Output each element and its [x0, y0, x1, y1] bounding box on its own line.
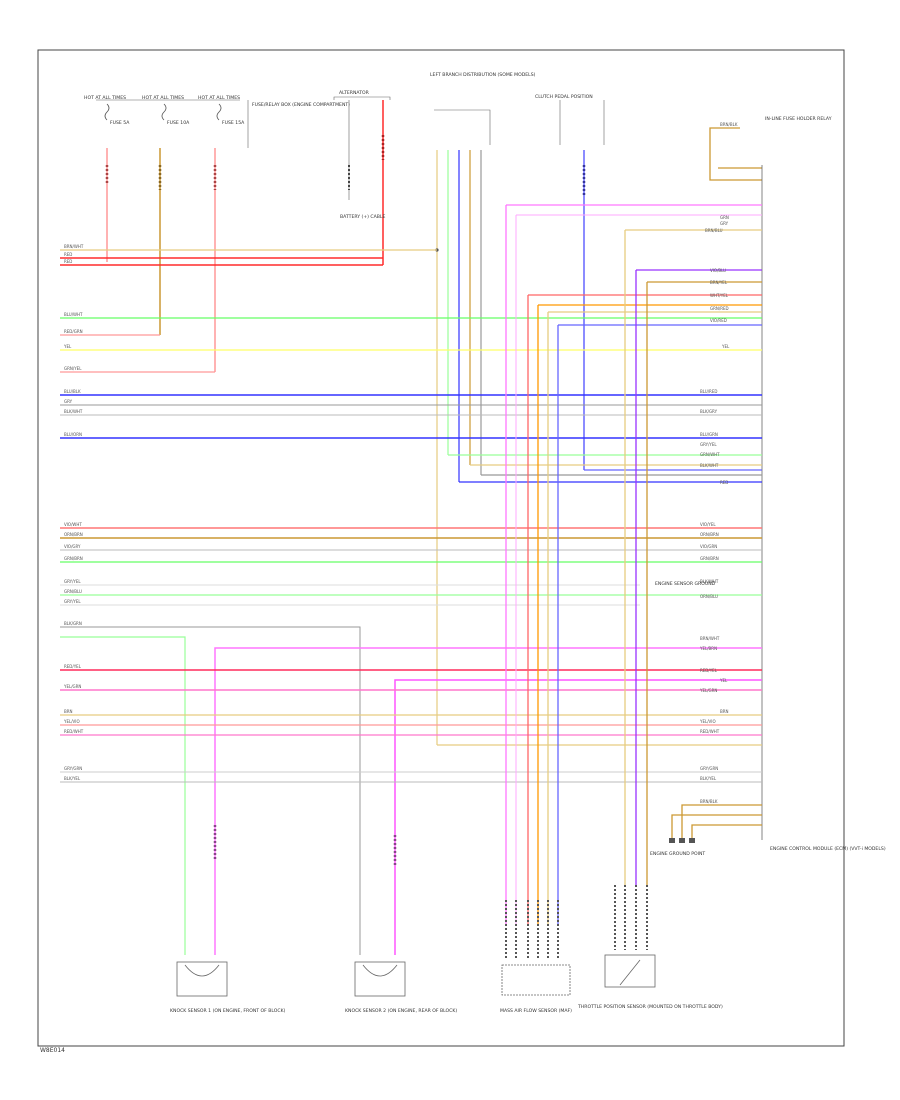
right-wire-label-8: VIO/RED: [710, 318, 727, 323]
diagram-border: [37, 49, 845, 1047]
right-wire-label-28: BRN: [720, 709, 729, 714]
horizontal-wires: [60, 204, 762, 925]
right-wire-label-30: RED/WHT: [700, 729, 720, 734]
fuse-box-label: FUSE/RELAY BOX (ENGINE COMPARTMENT): [252, 102, 350, 108]
maf-sensor: MASS AIR FLOW SENSOR (MAF): [500, 900, 572, 1014]
left-wire-label-24: RED/WHT: [64, 729, 84, 734]
clutch-connector: CLUTCH PEDAL POSITION: [535, 94, 605, 470]
fuse-label-3: HOT AT ALL TIMES: [198, 95, 240, 101]
right-wire-label-32: BLK/YEL: [700, 776, 717, 781]
fuse-label-2: HOT AT ALL TIMES: [142, 95, 184, 101]
left-wire-label-17: GRN/BLU: [64, 589, 82, 594]
throttle-position-sensor: THROTTLE POSITION SENSOR (MOUNTED ON THR…: [577, 885, 723, 1010]
knock-sensor-2-label: KNOCK SENSOR 2 (ON ENGINE, REAR OF BLOCK…: [345, 1008, 457, 1014]
right-wire-label-26: YEL: [719, 678, 728, 683]
left-wire-label-23: YEL/VIO: [63, 719, 80, 724]
ecm-label: ENGINE CONTROL MODULE (ECM) (VVT-i MODEL…: [770, 846, 886, 852]
tps-label: THROTTLE POSITION SENSOR (MOUNTED ON THR…: [577, 1004, 723, 1010]
right-wire-labels: GRN GRY BRN/BLU VIO/BLU BRN/YEL WHT/YEL …: [650, 215, 730, 857]
left-wire-label-5: RED/GRN: [64, 329, 83, 334]
left-wire-label-3: RED: [64, 259, 72, 264]
knock-sensor-1: KNOCK SENSOR 1 (ON ENGINE, FRONT OF BLOC…: [170, 825, 286, 1014]
left-wire-label-13: ORN/BRN: [64, 532, 83, 537]
battery-label: BATTERY (+) CABLE: [340, 214, 385, 220]
left-wire-label-22: BRN: [64, 709, 73, 714]
diagram-code: W8E014: [40, 1047, 65, 1054]
fuse-group: HOT AT ALL TIMES HOT AT ALL TIMES HOT AT…: [84, 95, 350, 372]
left-wire-label-8: BLU/BLK: [64, 389, 81, 394]
knock-sensor-2: KNOCK SENSOR 2 (ON ENGINE, REAR OF BLOCK…: [345, 835, 457, 1014]
right-wire-label-4: VIO/BLU: [710, 268, 726, 273]
right-wire-label-5: BRN/YEL: [710, 280, 728, 285]
right-wire-label-20: GRN/BRN: [700, 556, 719, 561]
inline-fuse-relay: IN-LINE FUSE HOLDER RELAY BRN/BLK: [709, 116, 832, 181]
right-wire-label-31: GRY/GRN: [700, 766, 718, 771]
left-wire-label-25: GRY/GRN: [64, 766, 82, 771]
left-wire-label-20: RED/YEL: [64, 664, 82, 669]
left-wire-label-18: GRY/YEL: [64, 599, 81, 604]
left-wire-label-4: BLU/WHT: [64, 312, 83, 317]
fuse-label-1: HOT AT ALL TIMES: [84, 95, 126, 101]
alternator-label: ALTERNATOR: [339, 90, 370, 96]
ecm-connector: ENGINE CONTROL MODULE (ECM) (VVT-i MODEL…: [761, 165, 886, 852]
mid-right-label: ENGINE SENSOR GROUND: [655, 581, 716, 587]
right-wire-label-21: BLK/WHT: [700, 579, 719, 584]
right-wire-label-16: RED: [720, 480, 728, 485]
maf-sensor-label: MASS AIR FLOW SENSOR (MAF): [500, 1008, 572, 1014]
left-wire-label-21: YEL/GRN: [63, 684, 81, 689]
right-wire-label-27: YEL/GRN: [699, 688, 717, 693]
right-wire-label-2: GRY: [720, 221, 729, 226]
right-wire-label-6: WHT/YEL: [710, 293, 729, 298]
right-wire-label-3: BRN/BLU: [705, 228, 723, 233]
right-wire-label-34: BRN/BLK: [700, 799, 718, 804]
left-wire-label-11: BLU/ORN: [64, 432, 82, 437]
right-wire-label-33: BRN/BLK: [720, 122, 738, 127]
fuse-value-3: FUSE 15A: [222, 120, 245, 126]
left-wire-label-19: BLK/GRN: [64, 621, 82, 626]
splice-label: ENGINE GROUND POINT: [650, 851, 705, 857]
right-wire-label-1: GRN: [720, 215, 729, 220]
left-module-label: LEFT BRANCH DISTRIBUTION (SOME MODELS): [430, 72, 536, 78]
left-wire-label-16: GRY/YEL: [64, 579, 81, 584]
right-wire-label-9: YEL: [721, 344, 730, 349]
right-wire-label-23: BRN/WHT: [700, 636, 720, 641]
left-wire-label-9: GRY: [64, 399, 73, 404]
right-wire-label-24: YEL/BRN: [699, 646, 717, 651]
clutch-label: CLUTCH PEDAL POSITION: [535, 94, 593, 100]
knock-sensor-1-label: KNOCK SENSOR 1 (ON ENGINE, FRONT OF BLOC…: [170, 1008, 286, 1014]
right-wire-label-17: VIO/YEL: [700, 522, 716, 527]
left-branch-module: LEFT BRANCH DISTRIBUTION (SOME MODELS): [430, 72, 536, 745]
right-wire-label-19: VIO/GRN: [700, 544, 717, 549]
left-wire-label-2: RED: [64, 252, 72, 257]
left-wire-label-6: YEL: [63, 344, 72, 349]
right-wire-label-15: BLK/WHT: [700, 463, 719, 468]
right-wire-label-18: ORN/BRN: [700, 532, 719, 537]
fuse-value-2: FUSE 10A: [167, 120, 190, 126]
left-wire-label-26: BLK/YEL: [64, 776, 81, 781]
right-wire-label-11: BLK/GRY: [700, 409, 718, 414]
left-wire-label-7: GRN/YEL: [64, 366, 82, 371]
right-wire-label-25: RED/YEL: [700, 668, 718, 673]
left-wire-label-10: BLK/WHT: [64, 409, 83, 414]
right-wire-label-29: YEL/VIO: [699, 719, 716, 724]
left-wire-label-15: GRN/BRN: [64, 556, 83, 561]
right-wire-label-22: ORN/BLU: [700, 594, 718, 599]
alternator: ALTERNATOR BATTERY (+) CABLE: [333, 90, 391, 265]
ground-icon: [669, 838, 695, 843]
left-wire-labels: BRN/WHT RED RED BLU/WHT RED/GRN YEL GRN/…: [63, 244, 84, 781]
left-wire-label-14: VIO/GRY: [64, 544, 81, 549]
right-wire-label-10: BLU/RED: [700, 389, 717, 394]
left-wire-label-1: BRN/WHT: [64, 244, 84, 249]
top-right-label: IN-LINE FUSE HOLDER RELAY: [765, 116, 832, 122]
right-wire-label-13: GRY/YEL: [700, 442, 717, 447]
right-wire-label-14: GRN/WHT: [700, 452, 720, 457]
right-wire-label-12: BLU/GRN: [700, 432, 718, 437]
right-wire-label-7: GRN/RED: [710, 306, 729, 311]
left-wire-label-12: VIO/WHT: [64, 522, 82, 527]
fuse-value-1: FUSE 5A: [110, 120, 130, 126]
